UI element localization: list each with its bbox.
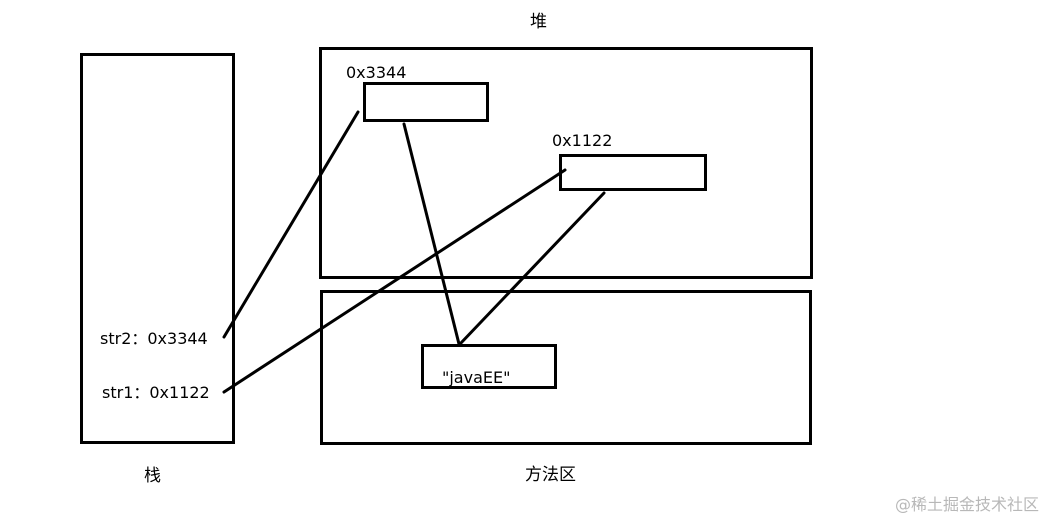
heap-object-0x3344-address: 0x3344	[346, 63, 407, 82]
heap-object-0x3344-box	[363, 82, 489, 122]
stack-var-str2: str2：0x3344	[100, 329, 208, 348]
method-area-region-box	[320, 290, 812, 445]
heap-object-0x1122-box	[559, 154, 707, 191]
string-literal-javaEE: "javaEE"	[442, 368, 511, 387]
watermark-text: @稀土掘金技术社区	[895, 495, 1040, 514]
stack-title: 栈	[144, 466, 161, 486]
method-area-title: 方法区	[525, 465, 576, 485]
heap-object-0x1122-address: 0x1122	[552, 131, 613, 150]
heap-title: 堆	[530, 12, 547, 32]
stack-var-str1: str1：0x1122	[102, 383, 210, 402]
